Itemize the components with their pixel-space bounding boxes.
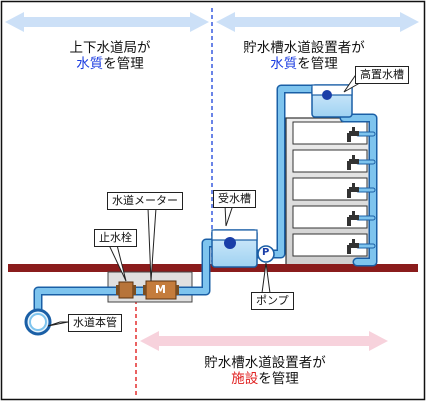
right-header: 貯水槽水道設置者が 水質を管理 [218,40,390,72]
faucet-icon [347,211,359,226]
left-area-arrow [5,12,209,32]
water-main-label: 水道本管 [68,314,122,332]
faucets [347,127,359,254]
water-meter-label: 水道メーター [107,192,183,210]
high-water-tank [311,84,353,118]
left-header-tail: を管理 [103,56,144,72]
faucet-icon [347,183,359,198]
left-header-key: 水質 [76,56,104,72]
pump-icon [257,245,275,263]
bottom-area-arrow [140,331,388,351]
bottom-header-key: 施設 [231,371,259,387]
right-area-arrow [216,12,419,32]
faucet-icon [347,127,359,142]
water-main-icon [24,308,52,336]
bottom-header: 貯水槽水道設置者が 施設を管理 [175,355,355,387]
pump-label: ポンプ [251,292,294,310]
receiving-tank-label: 受水槽 [213,190,256,208]
stop-valve-icon [116,281,136,299]
left-header-line1: 上下水道局が [69,40,151,56]
receiving-tank [211,229,258,268]
pump-symbol: P [262,247,270,258]
bottom-header-tail: を管理 [258,371,299,387]
pipes [33,84,378,323]
faucet-icon [347,239,359,254]
right-header-line1: 貯水槽水道設置者が [243,40,365,56]
faucet-icon [347,155,359,170]
high-tank-label: 高置水槽 [355,66,409,84]
left-header: 上下水道局が 水質を管理 [40,40,180,72]
bottom-header-line1: 貯水槽水道設置者が [204,355,326,371]
water-meter-icon [143,280,179,300]
right-header-key: 水質 [270,56,298,72]
right-header-tail: を管理 [297,56,338,72]
stop-valve-label: 止水栓 [94,229,137,247]
meter-symbol: M [155,283,166,296]
ground-line [8,264,418,272]
